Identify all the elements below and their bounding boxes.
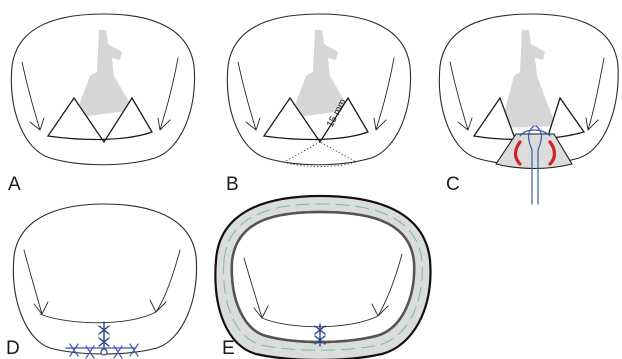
leaflet-flap: [500, 30, 556, 128]
chordae-right: [372, 254, 402, 316]
suture-knot: [101, 349, 107, 355]
chordae-right: [150, 250, 180, 312]
panel-label-d: D: [6, 338, 20, 359]
panel-a: A: [8, 14, 195, 195]
ring-inner-shadow: [232, 212, 414, 342]
panel-label-e: E: [222, 338, 235, 359]
chordae-left: [238, 62, 260, 130]
leaflet-flap: [74, 30, 134, 118]
panel-label-a: A: [8, 174, 21, 195]
panel-d: D: [6, 204, 197, 359]
chordae-left: [22, 62, 44, 130]
leaflet-repair-suture: [315, 324, 325, 346]
chordae-left: [24, 250, 48, 314]
chordae-left: [450, 62, 472, 130]
panel-e: E: [215, 196, 430, 359]
panel-label-b: B: [226, 174, 239, 195]
chordae-right: [158, 58, 178, 130]
panel-label-c: C: [446, 174, 460, 195]
posterior-leaflet-line: [40, 312, 156, 323]
chordae-right: [586, 58, 604, 130]
chordae-right: [374, 58, 394, 130]
panel-c: C: [439, 14, 618, 204]
panel-b: 15 mm B: [226, 14, 411, 195]
chordae-left: [244, 258, 268, 318]
